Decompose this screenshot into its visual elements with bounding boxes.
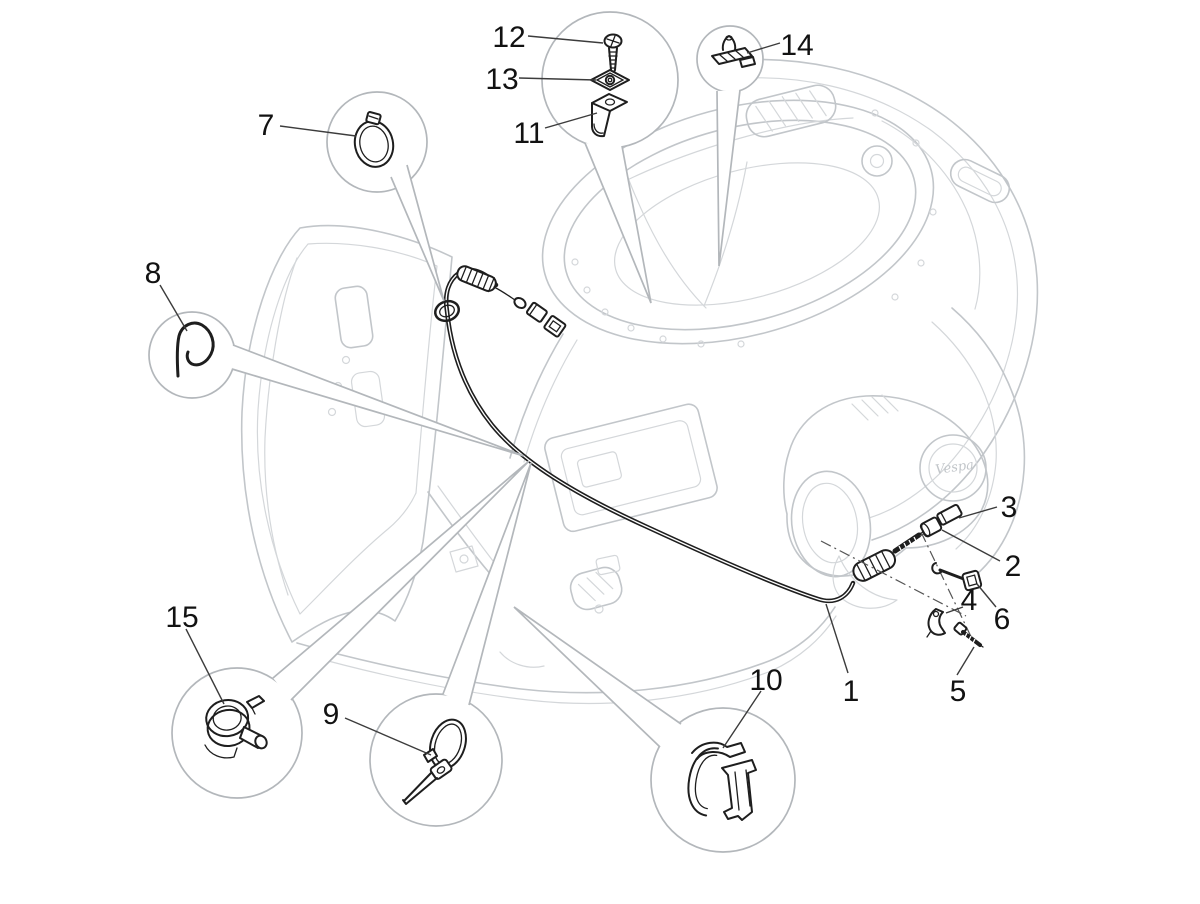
- label-13: 13: [485, 63, 518, 96]
- label-8: 8: [145, 257, 162, 290]
- leader-2: [941, 529, 1001, 562]
- exploded-parts: [820, 503, 984, 648]
- leader-14: [746, 42, 781, 54]
- wedge-7: [390, 164, 445, 302]
- floor-edge: [296, 606, 836, 694]
- label-15: 15: [165, 601, 198, 634]
- cable-adjuster-boot: [852, 549, 897, 582]
- callout-parts: [175, 33, 757, 821]
- part-13-clip-nut: [590, 69, 630, 91]
- cable-end-barrel: [513, 296, 527, 310]
- callout-circle-9: [369, 693, 503, 827]
- leader-6: [976, 583, 997, 608]
- threaded-rod: [892, 530, 925, 554]
- cable-ring-clamp: [434, 299, 460, 323]
- wedge-10: [513, 606, 682, 748]
- label-1: 1: [843, 675, 860, 708]
- crankcase-cover: [919, 434, 987, 502]
- cable-sheath-end: [456, 265, 497, 293]
- leader-13: [518, 77, 597, 81]
- callout-circle-7: [326, 91, 428, 193]
- label-5: 5: [950, 675, 967, 708]
- part-15-band-clamp: [204, 695, 268, 759]
- leader-8: [159, 284, 188, 332]
- leader-5: [956, 646, 975, 676]
- wedge-9: [442, 462, 532, 706]
- cable-assembly: [434, 265, 925, 604]
- cooling-fins: [851, 394, 899, 421]
- wedge-11-12-13: [584, 142, 652, 304]
- part-3-sleeve: [936, 503, 963, 526]
- leader-12: [527, 35, 604, 44]
- label-4: 4: [961, 584, 978, 617]
- label-2: 2: [1005, 550, 1022, 583]
- callout-circle-10: [650, 707, 796, 853]
- bucket-cap: [861, 145, 893, 177]
- callout-wedges: [231, 89, 741, 748]
- engine-bay-box: [544, 403, 718, 533]
- label-10: 10: [749, 664, 782, 697]
- part-10-guide-clip: [687, 741, 757, 821]
- label-7: 7: [258, 109, 275, 142]
- leader-lines: [159, 35, 1001, 756]
- leader-1: [825, 603, 849, 674]
- bucket-grille: [745, 84, 837, 138]
- leader-15: [185, 628, 225, 705]
- shield-vent-slot: [334, 285, 374, 349]
- leader-4: [945, 606, 964, 614]
- engine-block: [783, 395, 989, 577]
- leader-11: [544, 112, 598, 129]
- wedge-15: [272, 460, 530, 701]
- part-8-spring-clip: [175, 321, 215, 378]
- floor-cutout: [569, 566, 623, 614]
- part-9-cable-tie: [402, 718, 467, 805]
- callout-labels: 1 2 3 4 5 6 7 8 9 10 11 12 13 14 15: [145, 21, 1022, 731]
- wedge-14: [716, 89, 741, 267]
- rear-wheel: [951, 307, 1026, 576]
- label-14: 14: [780, 29, 813, 62]
- leader-3: [958, 506, 998, 519]
- leader-10: [722, 690, 762, 749]
- part-11-bracket: [591, 93, 628, 138]
- helmet-bucket-rim: [541, 99, 935, 345]
- grab-handle-slot: [949, 158, 1011, 204]
- leg-shield-outline: [240, 224, 453, 643]
- leader-9: [344, 717, 432, 756]
- label-11: 11: [513, 117, 544, 150]
- leader-7: [279, 125, 357, 137]
- label-9: 9: [323, 698, 340, 731]
- rim-screw-holes: [571, 109, 937, 348]
- vespa-logo-script: Vespa: [934, 458, 974, 478]
- label-3: 3: [1001, 491, 1018, 524]
- scooter-body: Vespa: [240, 58, 1039, 705]
- rear-cowl: [702, 58, 1039, 541]
- leg-shield-inner-line: [256, 242, 438, 615]
- part-14-push-clip: [711, 35, 756, 68]
- label-6: 6: [994, 603, 1011, 636]
- part-4-clamp-shell: [926, 608, 946, 638]
- centerline-1: [820, 540, 967, 617]
- callout-circle-8: [148, 311, 236, 399]
- part-7-hose-clamp: [353, 111, 395, 168]
- part-2-barrel: [919, 516, 943, 538]
- wedge-8: [231, 344, 525, 457]
- part-5-screw: [953, 621, 984, 648]
- part-6-pin: [931, 562, 983, 592]
- label-12: 12: [492, 21, 525, 54]
